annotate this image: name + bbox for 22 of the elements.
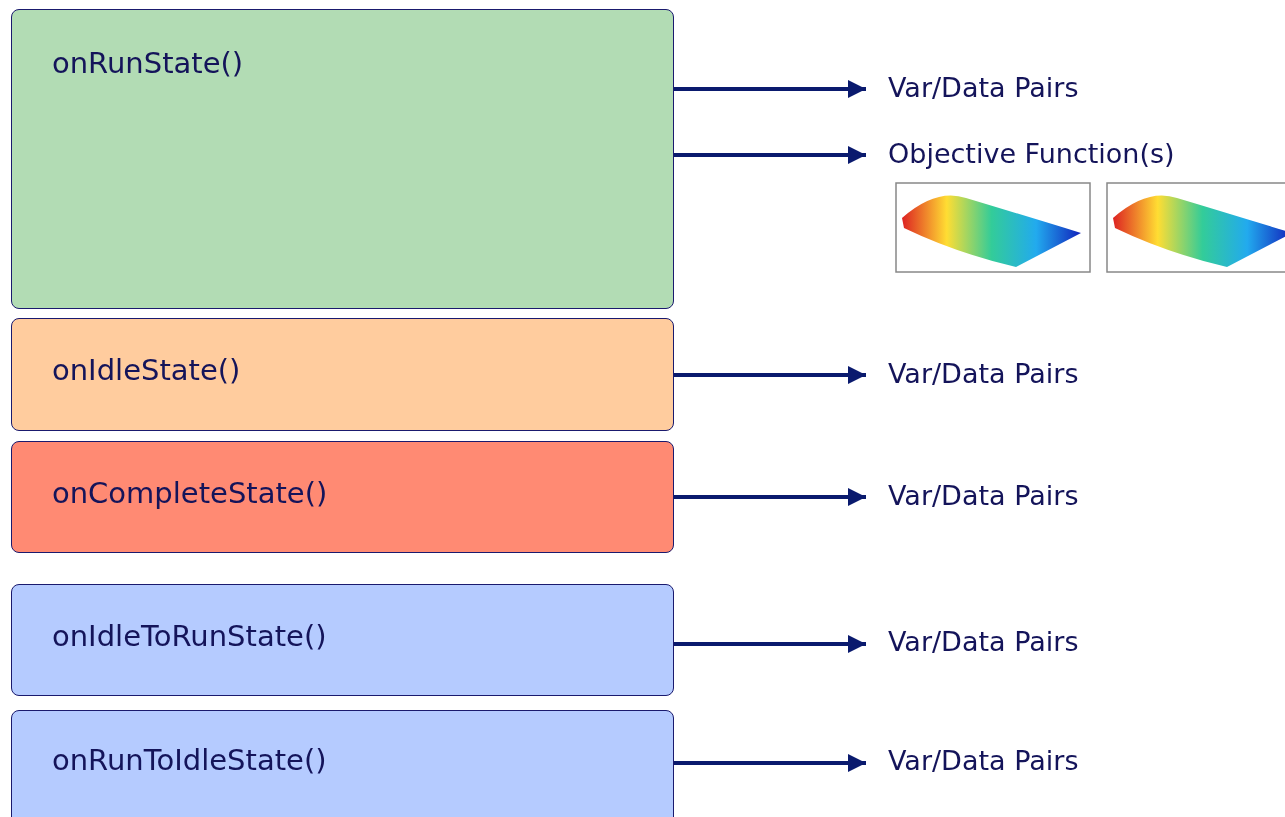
state-box <box>11 710 674 817</box>
arrow <box>674 488 866 506</box>
output-label: Var/Data Pairs <box>888 480 1080 511</box>
state-box <box>11 9 674 309</box>
function-name: onCompleteState() <box>52 476 328 510</box>
arrow <box>674 80 866 98</box>
output-label: Var/Data Pairs <box>888 745 1080 776</box>
function-name: onIdleState() <box>52 353 241 387</box>
arrow <box>674 754 866 772</box>
state-box <box>11 584 674 696</box>
function-name: onRunState() <box>52 46 244 80</box>
output-label: Var/Data Pairs <box>888 358 1080 389</box>
arrow <box>674 146 866 164</box>
state-box <box>11 441 674 553</box>
state-box <box>11 318 674 431</box>
function-name: onIdleToRunState() <box>52 619 327 653</box>
output-label: Var/Data Pairs <box>888 626 1080 657</box>
arrow <box>674 366 866 384</box>
function-name: onRunToIdleState() <box>52 743 327 777</box>
output-label: Var/Data Pairs <box>888 72 1080 103</box>
arrow <box>674 635 866 653</box>
output-label: Objective Function(s) <box>888 138 1176 169</box>
